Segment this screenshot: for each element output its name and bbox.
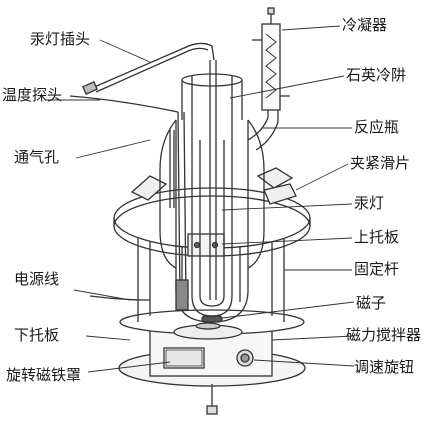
- label-fixed-rod: 固定杆: [354, 260, 400, 278]
- label-magnetic-bar: 磁子: [356, 294, 387, 312]
- temperature-probe-shape: [69, 95, 189, 311]
- mercury-lamp-plug-shape: [82, 42, 215, 95]
- mercury-lamp-shape: [209, 60, 217, 300]
- label-mercury-lamp: 汞灯: [354, 194, 385, 212]
- base-foot: [206, 384, 218, 415]
- rotating-magnetic-cover-shape: [173, 322, 243, 340]
- label-reaction-flask: 反应瓶: [354, 118, 400, 136]
- label-upper-tray: 上托板: [354, 228, 400, 246]
- label-rotating-magnetic-cover: 旋转磁铁罩: [6, 366, 82, 384]
- label-lower-tray: 下托板: [14, 326, 60, 344]
- label-condenser: 冷凝器: [342, 16, 388, 34]
- label-magnetic-stirrer: 磁力搅拌器: [346, 326, 422, 344]
- magnetic-bar-shape: [201, 315, 223, 323]
- label-quartz-cold-trap: 石英冷阱: [346, 66, 407, 84]
- label-clamping-slide: 夹紧滑片: [350, 154, 411, 172]
- vent-hole-shape: [169, 130, 175, 208]
- upper-tray-shape: [113, 187, 311, 257]
- leader-lines: [46, 25, 355, 373]
- condenser-shape: [252, 7, 290, 111]
- power-cord-shape: [89, 295, 151, 301]
- label-vent-hole: 通气孔: [14, 148, 60, 166]
- label-speed-knob: 调速旋钮: [354, 358, 415, 376]
- label-mercury-lamp-plug: 汞灯插头: [30, 30, 91, 48]
- clamping-slides: [130, 167, 297, 205]
- label-power-cord: 电源线: [14, 270, 60, 288]
- speed-knob-shape: [236, 349, 254, 367]
- label-temperature-probe: 温度探头: [2, 86, 63, 104]
